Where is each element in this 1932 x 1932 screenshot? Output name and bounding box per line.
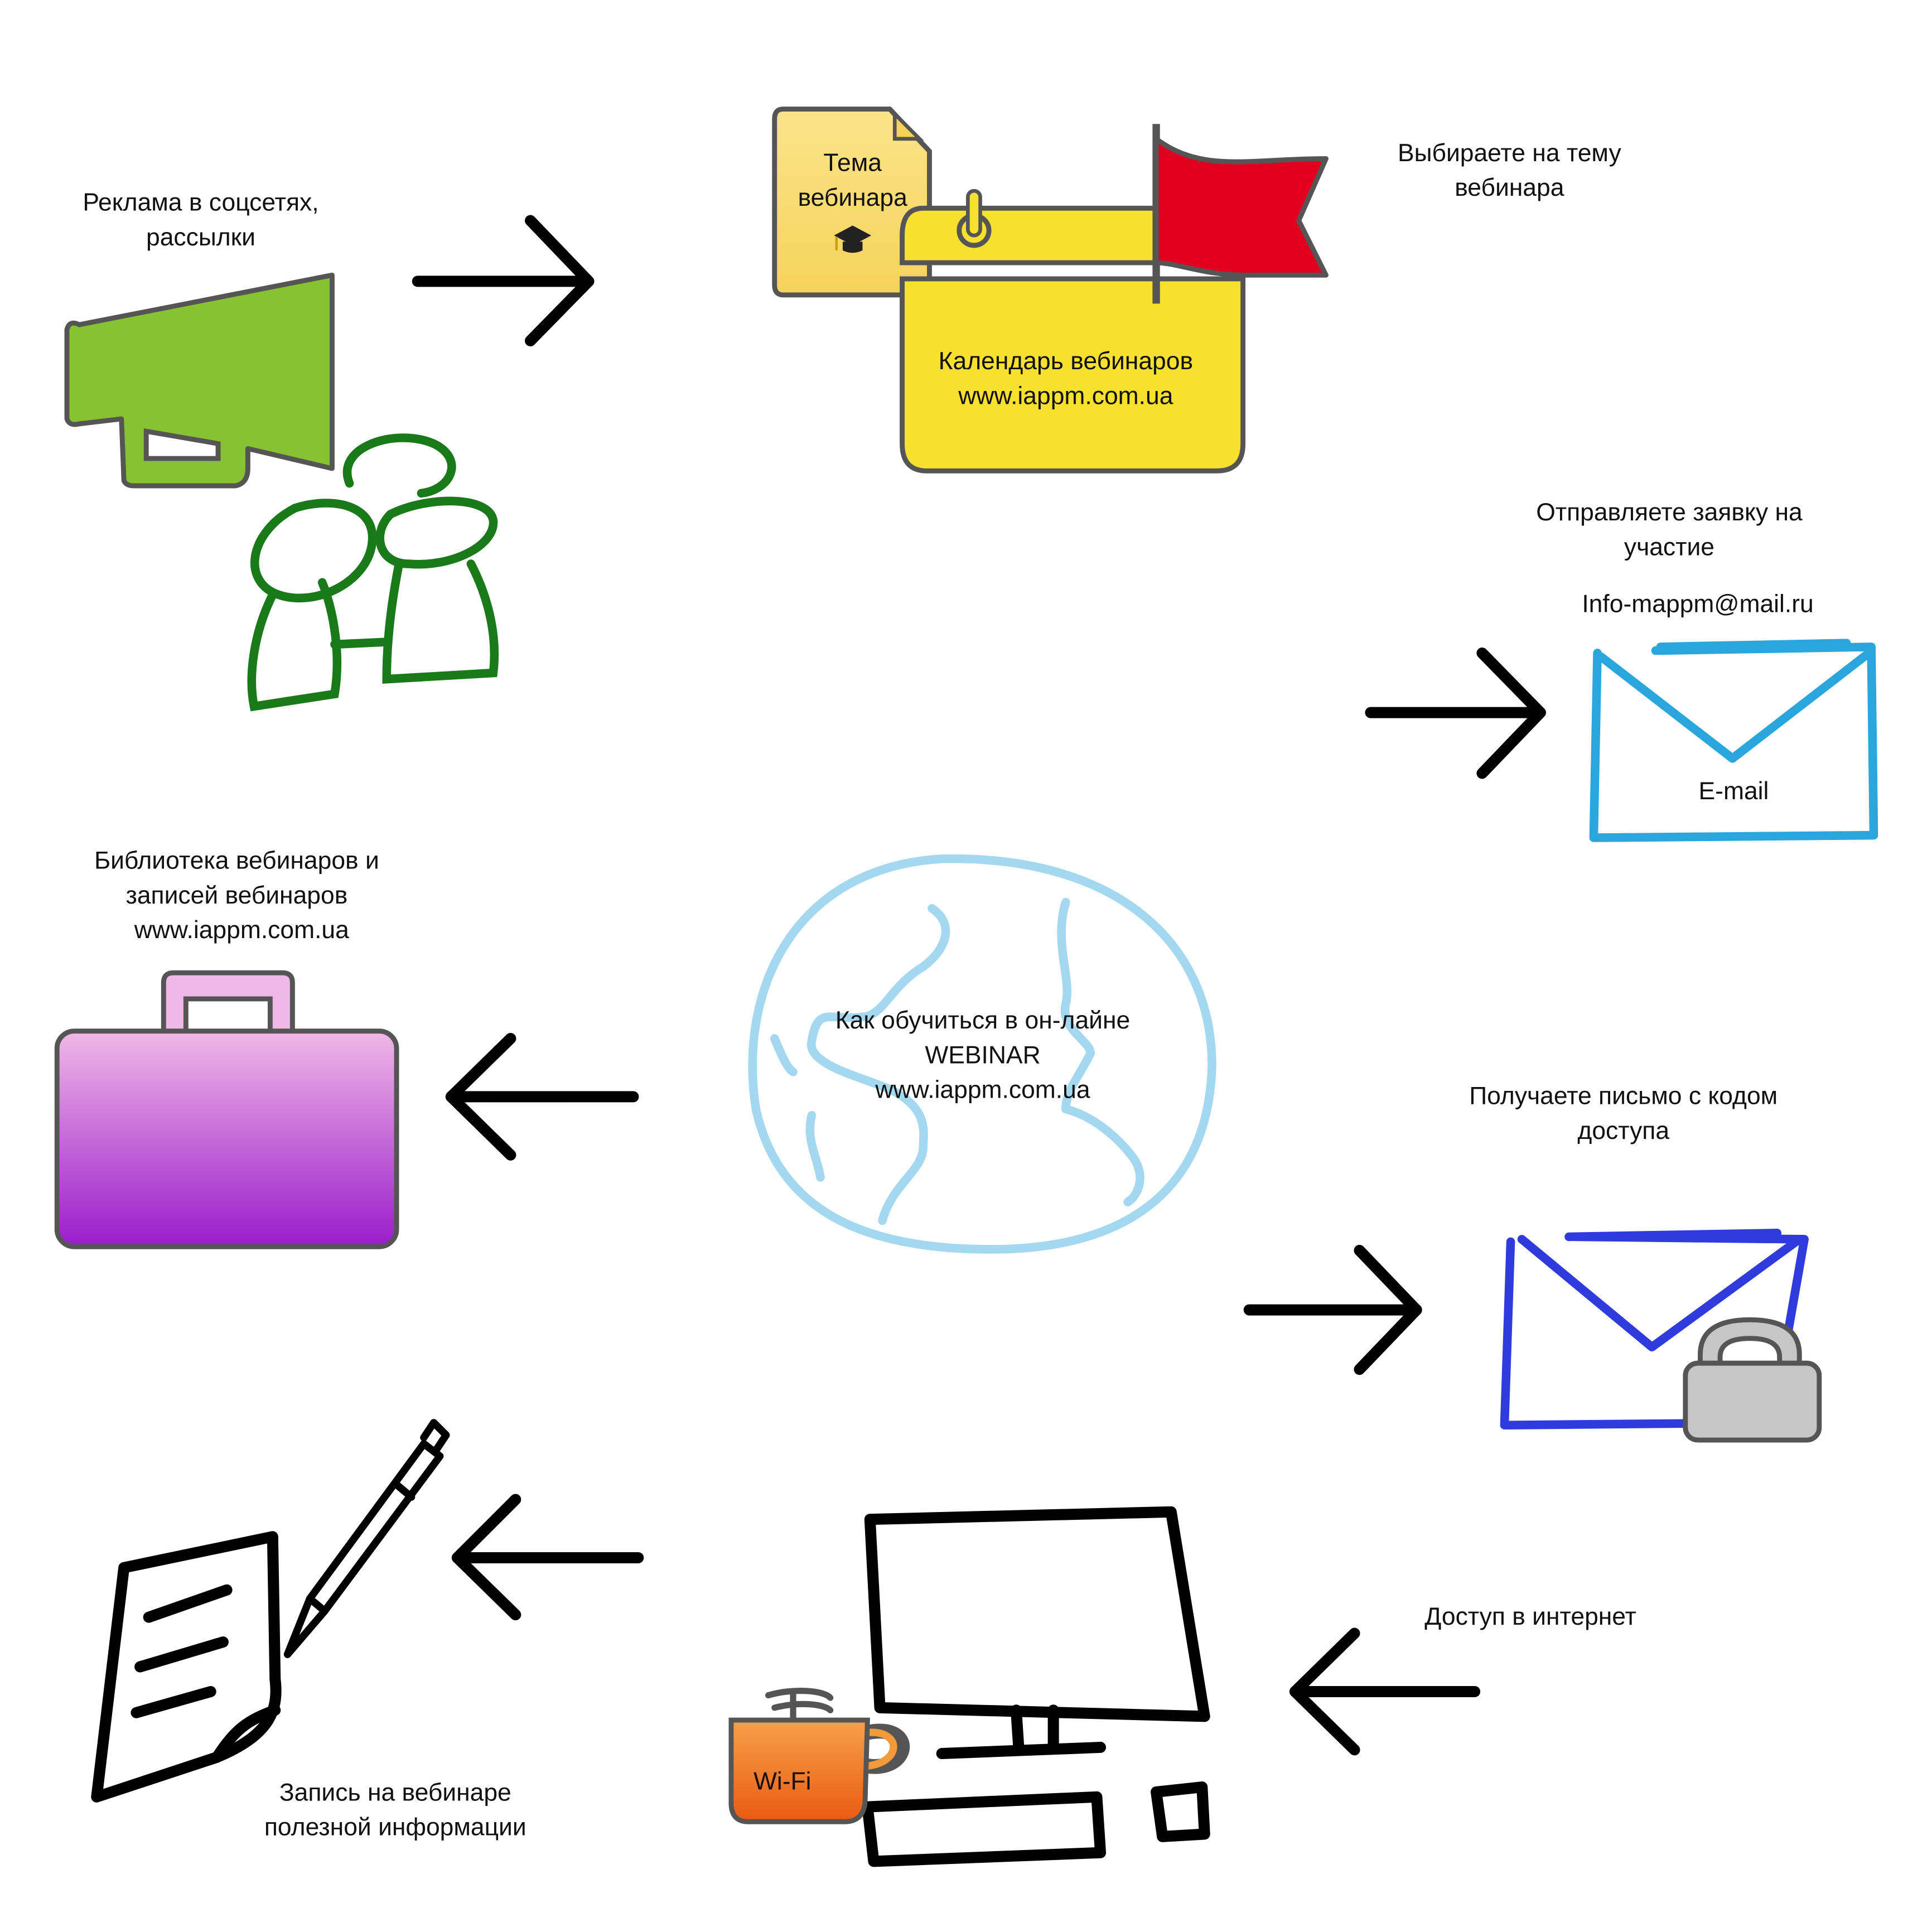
apply-email: Info-mappm@mail.ru xyxy=(1582,591,1813,618)
library-line2: записей вебинаров xyxy=(125,882,347,909)
calendar-line1: Календарь вебинаров xyxy=(939,347,1193,375)
flag-icon xyxy=(1152,124,1329,304)
arrow-right-1 xyxy=(412,215,595,347)
calendar-icon: Календарь вебинаров www.iappm.com.ua xyxy=(900,189,1246,474)
ads-line1: Реклама в соцсетях, xyxy=(83,189,318,216)
center-line3: www.iappm.com.ua xyxy=(875,1076,1090,1104)
notes-icon xyxy=(91,1531,282,1803)
cup-icon: Wi-Fi xyxy=(728,1688,910,1824)
ads-line2: рассылки xyxy=(146,224,255,251)
arrow-left-1 xyxy=(445,1032,639,1161)
arrow-left-3 xyxy=(1289,1627,1481,1756)
notes-line1: Запись на вебинаре xyxy=(279,1779,511,1806)
code-line2: доступа xyxy=(1577,1117,1669,1144)
computer-icon xyxy=(862,1506,1210,1867)
center-line1: Как обучиться в он-лайне xyxy=(835,1007,1130,1034)
document-icon: Тема вебинара xyxy=(772,107,932,298)
center-line2: WEBINAR xyxy=(925,1041,1040,1069)
choose-line1: Выбираете на тему xyxy=(1398,139,1622,167)
megaphone-icon xyxy=(64,272,335,489)
calendar-line2: www.iappm.com.ua xyxy=(958,382,1173,409)
wifi-label: Wi-Fi xyxy=(754,1767,812,1795)
arrow-left-2 xyxy=(451,1494,644,1621)
topic-doc-line2: вебинара xyxy=(798,184,908,211)
library-line1: Библиотека вебинаров и xyxy=(94,847,379,875)
choose-line2: вебинара xyxy=(1455,174,1564,201)
arrow-right-2 xyxy=(1365,647,1546,779)
internet-line1: Доступ в интернет xyxy=(1424,1603,1636,1630)
pen-icon xyxy=(283,1419,450,1658)
apply-line1: Отправляете заявку на xyxy=(1536,499,1803,526)
notes-line2: полезной информации xyxy=(264,1814,527,1841)
code-line1: Получаете письмо с кодом xyxy=(1469,1083,1778,1110)
email-label: E-mail xyxy=(1699,777,1769,805)
arrow-right-3 xyxy=(1243,1244,1422,1375)
envelope-icon: E-mail xyxy=(1589,639,1878,842)
locked-envelope-icon xyxy=(1500,1229,1822,1443)
graduation-cap-icon xyxy=(834,225,872,253)
topic-doc-line1: Тема xyxy=(823,149,882,177)
padlock-icon xyxy=(1683,1317,1822,1443)
people-icon xyxy=(247,433,499,712)
apply-line2: участие xyxy=(1624,533,1714,561)
briefcase-icon xyxy=(54,970,399,1249)
globe-icon xyxy=(748,854,1216,1254)
library-line3: www.iappm.com.ua xyxy=(134,916,349,944)
